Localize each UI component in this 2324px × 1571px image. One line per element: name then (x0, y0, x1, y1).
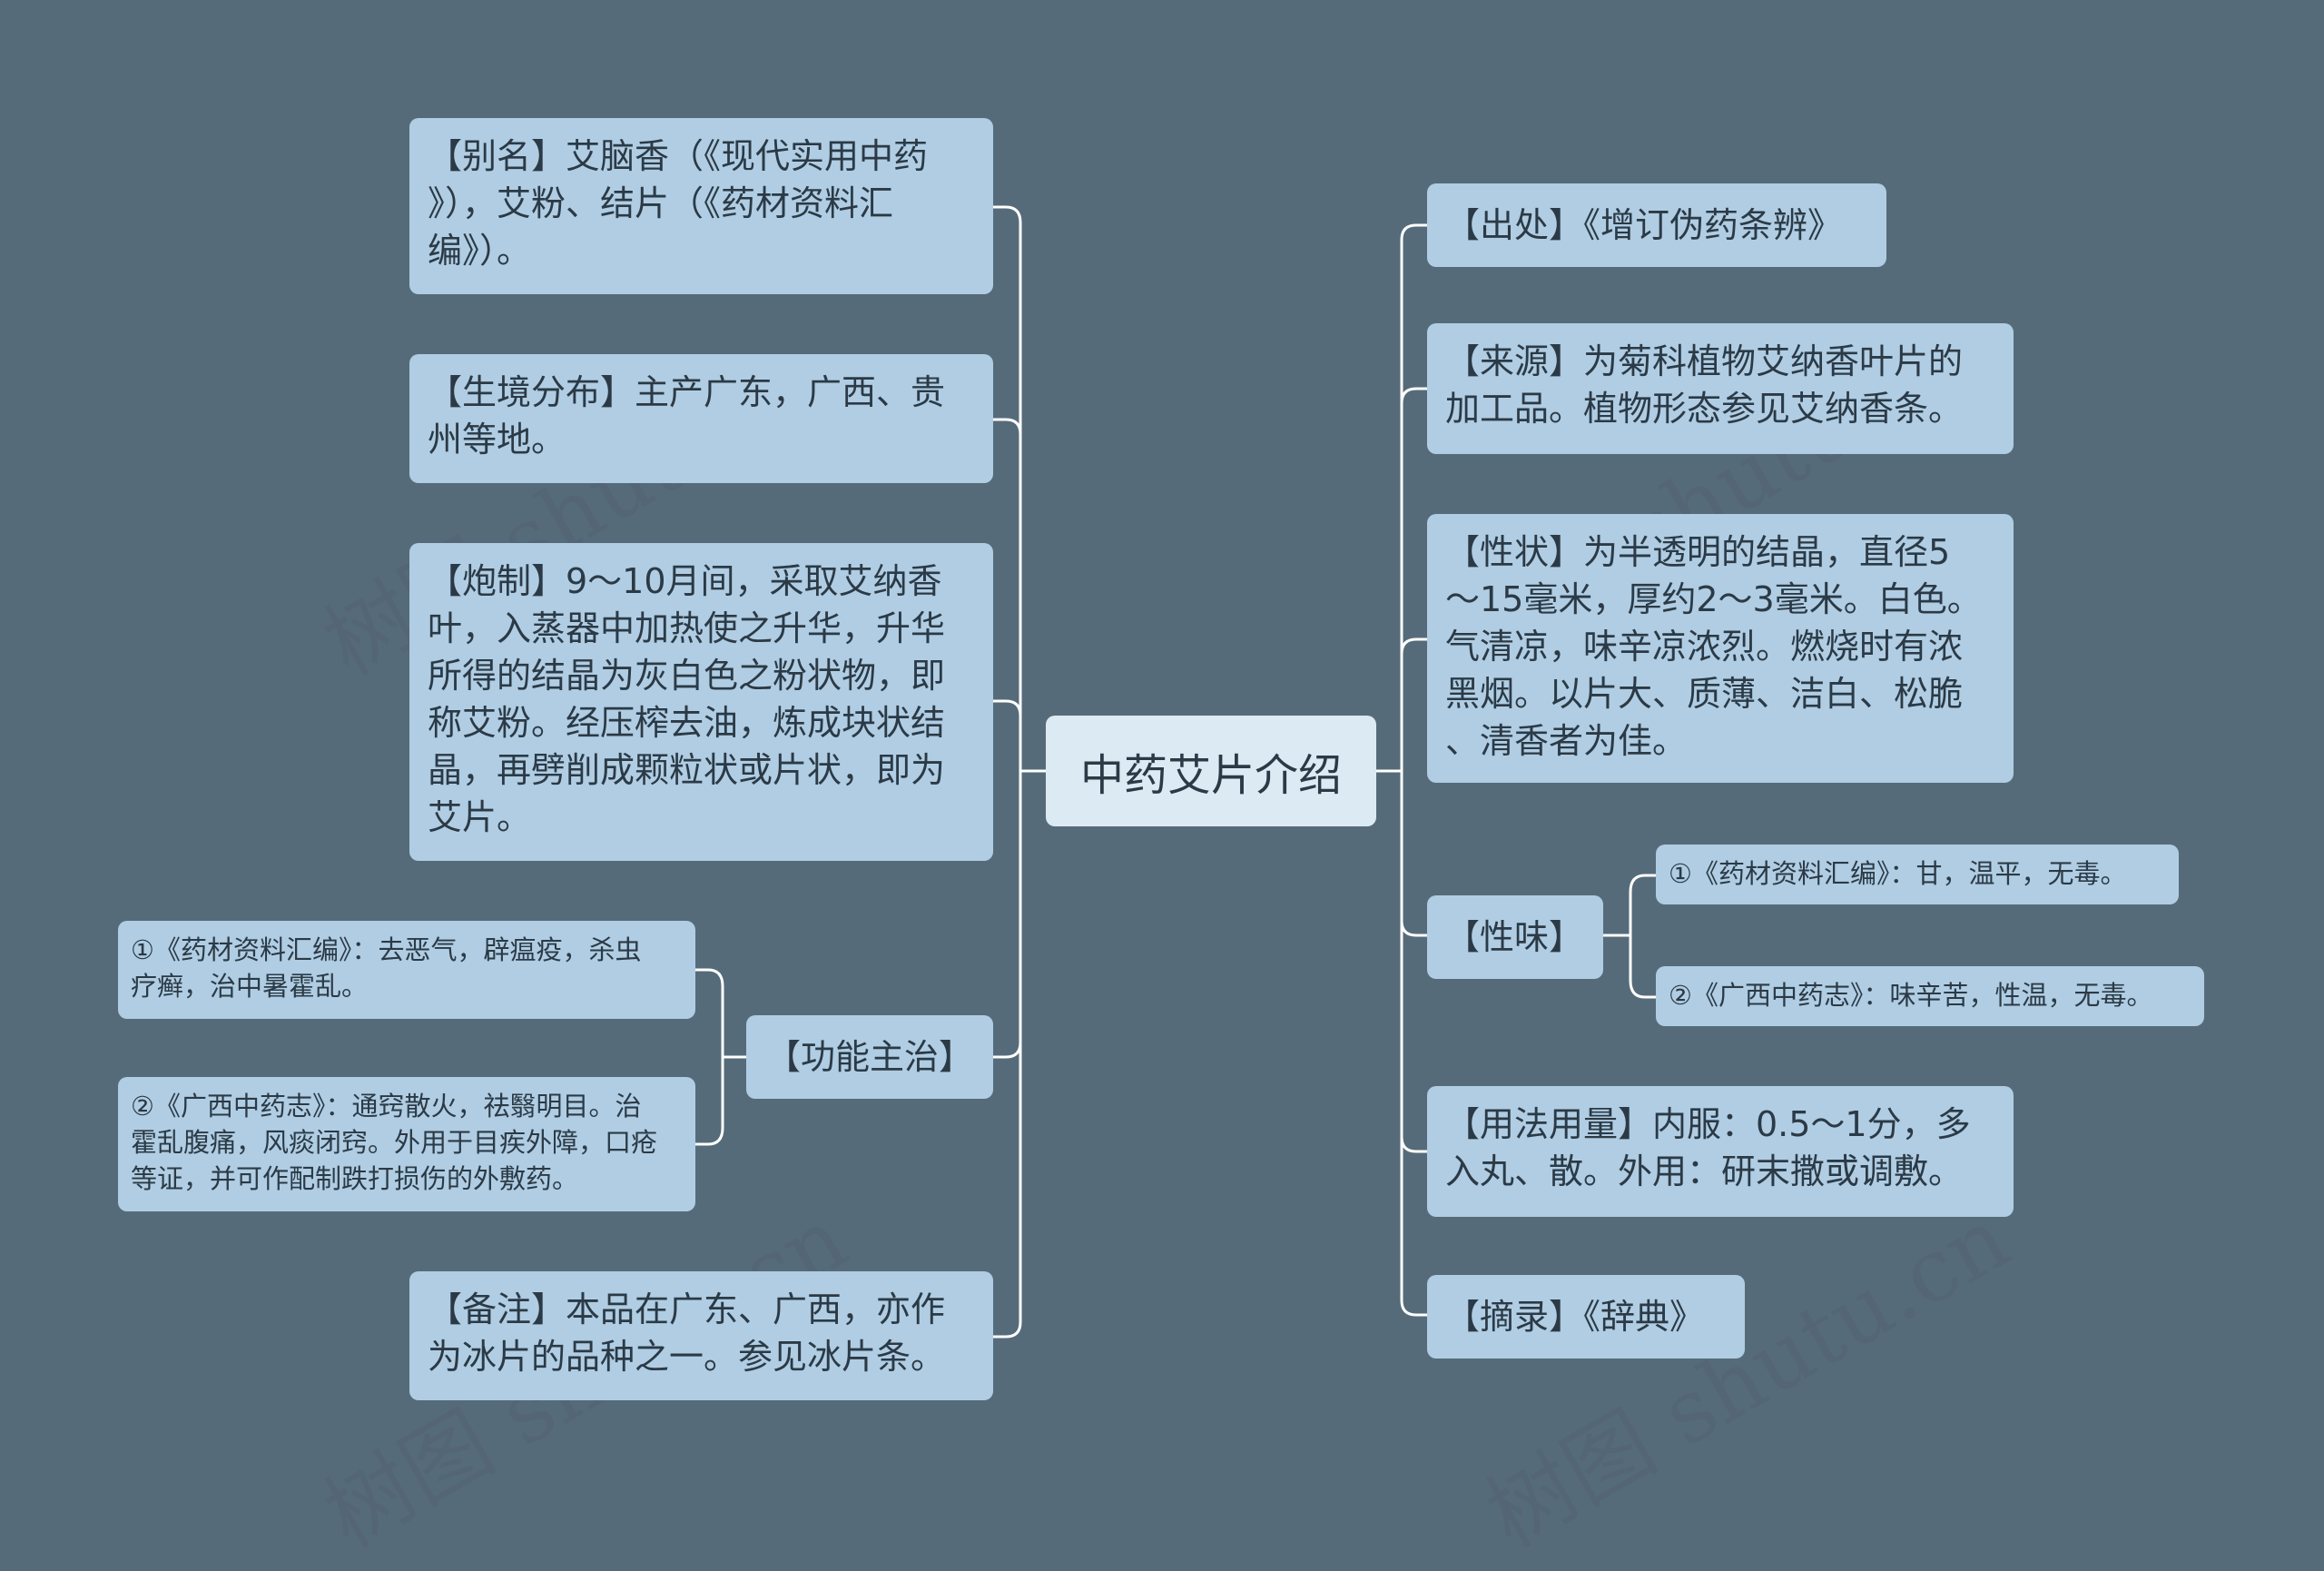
root-node[interactable]: 中药艾片介绍 (1046, 716, 1376, 826)
node-origin[interactable]: 【来源】为菊科植物艾纳香叶片的 加工品。植物形态参见艾纳香条。 (1427, 323, 2014, 454)
node-source[interactable]: 【出处】《增订伪药条辨》 (1427, 183, 1886, 267)
node-processing[interactable]: 【炮制】9～10月间，采取艾纳香 叶，入蒸器中加热使之升华，升华 所得的结晶为灰… (409, 543, 993, 861)
node-function[interactable]: 【功能主治】 (746, 1015, 993, 1099)
node-taste-item-2[interactable]: ②《广西中药志》：味辛苦，性温，无毒。 (1656, 966, 2204, 1026)
node-taste[interactable]: 【性味】 (1427, 895, 1603, 979)
connector-lines (695, 205, 1656, 1339)
node-note[interactable]: 【备注】本品在广东、广西，亦作 为冰片的品种之一。参见冰片条。 (409, 1271, 993, 1400)
node-taste-item-1[interactable]: ①《药材资料汇编》：甘，温平，无毒。 (1656, 845, 2179, 904)
node-habitat[interactable]: 【生境分布】主产广东，广西、贵 州等地。 (409, 354, 993, 483)
node-alias[interactable]: 【别名】艾脑香（《现代实用中药 》），艾粉、结片（《药材资料汇 编》）。 (409, 118, 993, 294)
node-function-item-1[interactable]: ①《药材资料汇编》：去恶气，辟瘟疫，杀虫 疗癣，治中暑霍乱。 (118, 921, 695, 1019)
node-properties[interactable]: 【性状】为半透明的结晶，直径5 ～15毫米，厚约2～3毫米。白色。 气清凉，味辛… (1427, 514, 2014, 783)
node-usage[interactable]: 【用法用量】内服：0.5～1分，多 入丸、散。外用：研末撒或调敷。 (1427, 1086, 2014, 1217)
node-function-item-2[interactable]: ②《广西中药志》：通窍散火，祛翳明目。治 霍乱腹痛，风痰闭窍。外用于目疾外障，口… (118, 1077, 695, 1211)
node-excerpt[interactable]: 【摘录】《辞典》 (1427, 1275, 1745, 1359)
